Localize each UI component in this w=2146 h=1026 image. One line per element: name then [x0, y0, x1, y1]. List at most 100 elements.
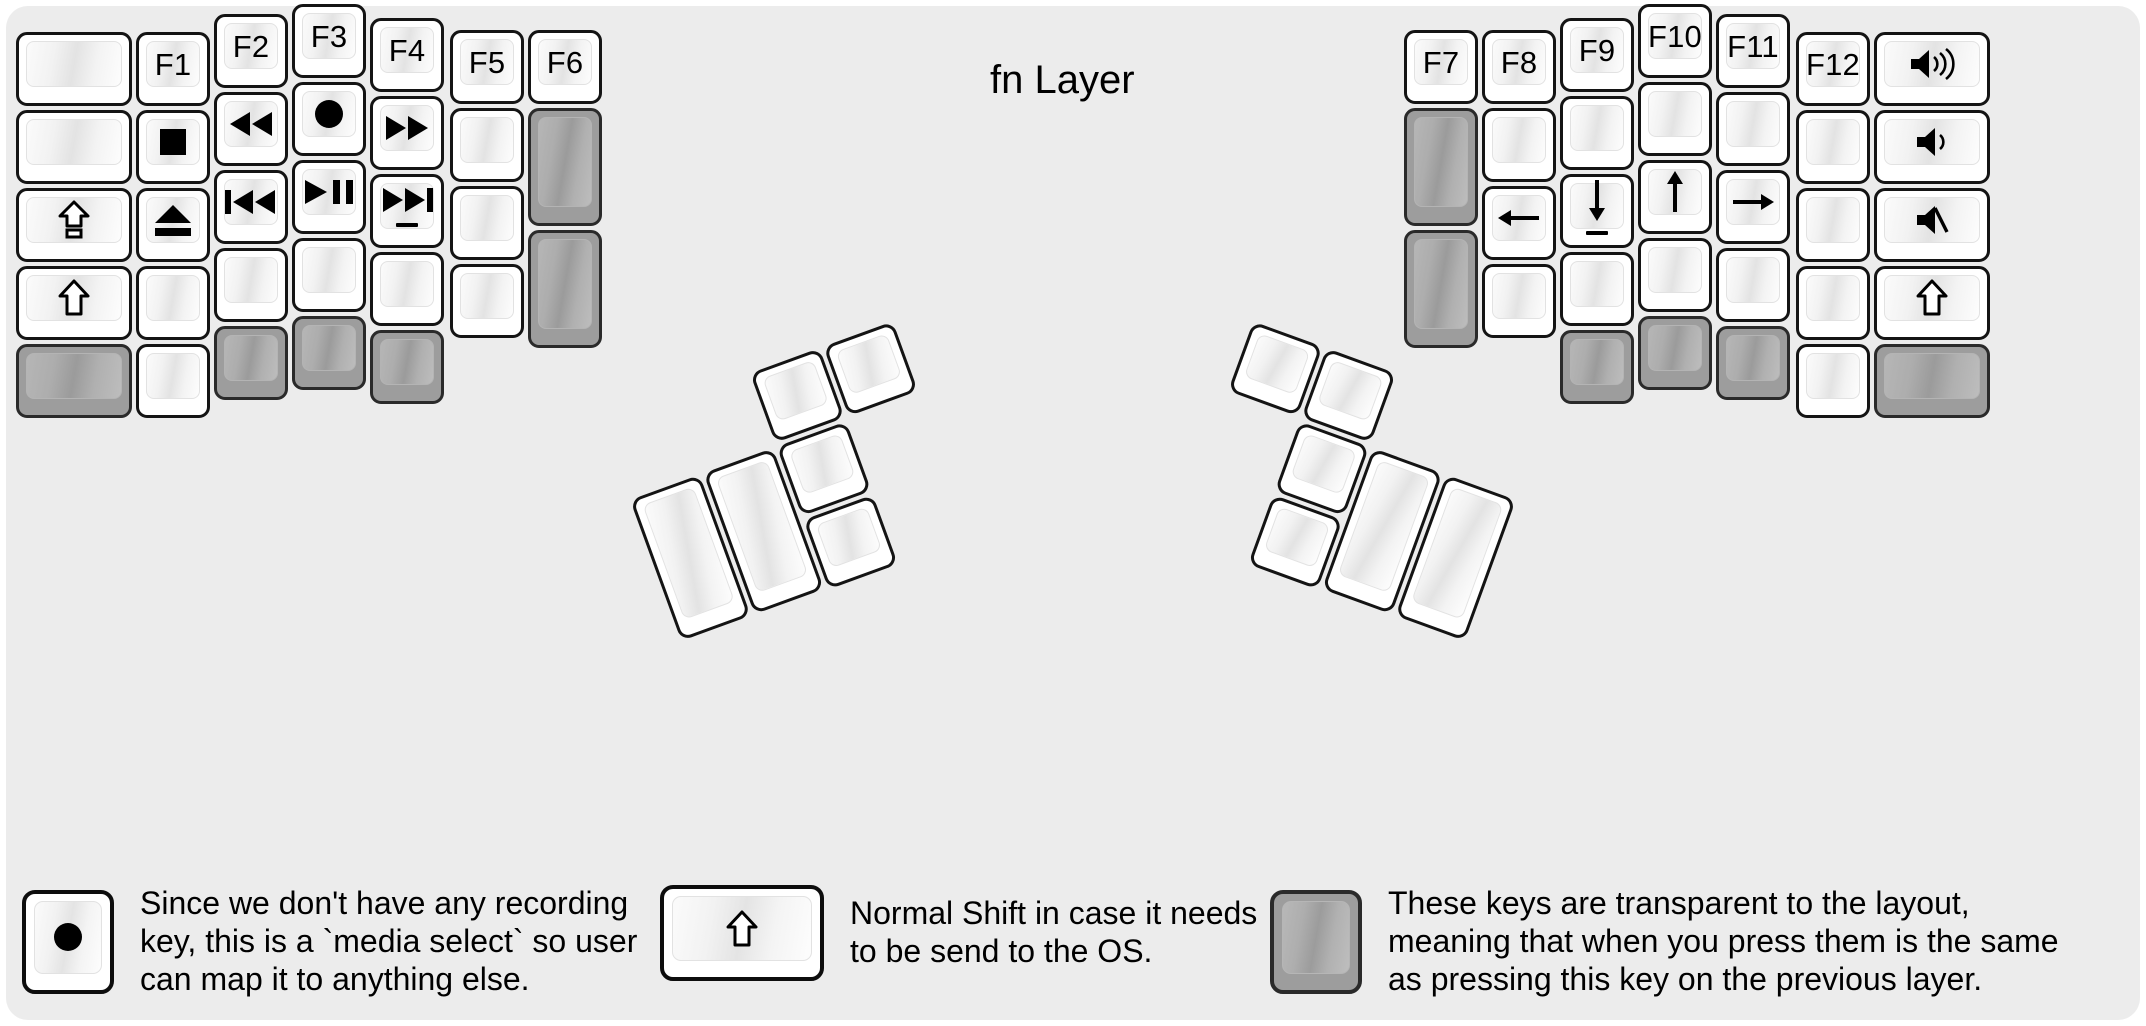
key-underbar: [396, 222, 418, 227]
key-right-pinky-r1[interactable]: [1796, 110, 1870, 184]
key-right-middle-r1[interactable]: [1638, 82, 1712, 156]
key-left-ring-r1[interactable]: [214, 92, 288, 166]
keycap: [302, 325, 356, 371]
key-label: F1: [154, 46, 192, 82]
key-right-pinky-r2[interactable]: [1796, 188, 1870, 262]
key-left-pinky-r2[interactable]: [136, 188, 210, 262]
key-left-index-r2[interactable]: [370, 174, 444, 248]
key-right-index-inner-r3[interactable]: [1482, 264, 1556, 338]
media-record-icon: [52, 921, 84, 953]
key-right-index-r0[interactable]: F9: [1560, 18, 1634, 92]
key-label: F5: [468, 44, 506, 80]
keycap: [1726, 257, 1780, 303]
key-left-index-inner-r3[interactable]: [450, 264, 524, 338]
key-right-middle-r0[interactable]: F10: [1638, 4, 1712, 78]
keycap: F1: [146, 41, 200, 87]
shift-icon: [58, 279, 90, 316]
keycap: F3: [302, 13, 356, 59]
key-left-middle-r1[interactable]: [292, 82, 366, 156]
key-left-middle-r4[interactable]: [292, 316, 366, 390]
key-left-pinky-outer-r1[interactable]: [16, 110, 132, 184]
key-left-ring-r0[interactable]: F2: [214, 14, 288, 88]
key-right-ring-r2[interactable]: [1716, 170, 1790, 244]
key-label: F6: [546, 44, 584, 80]
keycap: [1290, 433, 1357, 495]
keycap: [146, 197, 200, 243]
key-left-pinky-r3[interactable]: [136, 266, 210, 340]
key-left-middle-r0[interactable]: F3: [292, 4, 366, 78]
key-left-inner-r1[interactable]: [528, 108, 602, 226]
key-left-index-r3[interactable]: [370, 252, 444, 326]
key-left-middle-r2[interactable]: [292, 160, 366, 234]
key-right-inner-r1[interactable]: [1404, 108, 1478, 226]
shift-icon: [726, 910, 758, 947]
key-right-inner-r2[interactable]: [1404, 230, 1478, 348]
keycap: [380, 105, 434, 151]
key-right-pinky-outer-r2[interactable]: [1874, 188, 1990, 262]
key-right-middle-r2[interactable]: [1638, 160, 1712, 234]
key-left-ring-r4[interactable]: [214, 326, 288, 400]
key-right-pinky-r0[interactable]: F12: [1796, 32, 1870, 106]
key-left-pinky-r4[interactable]: [136, 344, 210, 418]
arrow-down-icon: [1584, 178, 1610, 235]
key-right-index-inner-r0[interactable]: F8: [1482, 30, 1556, 104]
arrow-up-icon: [1662, 170, 1688, 214]
media-fast-forward-icon: [384, 114, 430, 142]
key-left-inner-r0[interactable]: F6: [528, 30, 602, 104]
keycap: [1317, 359, 1384, 422]
key-right-index-r2[interactable]: [1560, 174, 1634, 248]
keycap: [380, 183, 434, 229]
key-left-pinky-outer-r4[interactable]: [16, 344, 132, 418]
key-right-ring-r4[interactable]: [1716, 326, 1790, 400]
key-left-inner-r2[interactable]: [528, 230, 602, 348]
key-left-ring-r3[interactable]: [214, 248, 288, 322]
key-right-index-r4[interactable]: [1560, 330, 1634, 404]
key-right-middle-r3[interactable]: [1638, 238, 1712, 312]
keycap: F10: [1648, 13, 1702, 59]
keycap: F5: [460, 39, 514, 85]
key-left-middle-r3[interactable]: [292, 238, 366, 312]
key-left-index-inner-r1[interactable]: [450, 108, 524, 182]
keycap: [1263, 506, 1331, 569]
keycap: [1570, 179, 1624, 235]
key-left-index-inner-r2[interactable]: [450, 186, 524, 260]
arrow-left-icon: [1497, 205, 1541, 231]
key-left-index-r1[interactable]: [370, 96, 444, 170]
media-previous-icon: [225, 188, 277, 216]
key-right-index-r3[interactable]: [1560, 252, 1634, 326]
arrow-right-icon: [1731, 189, 1775, 215]
key-left-pinky-r0[interactable]: F1: [136, 32, 210, 106]
keycap: [26, 353, 122, 399]
key-right-middle-r4[interactable]: [1638, 316, 1712, 390]
key-right-pinky-outer-r4[interactable]: [1874, 344, 1990, 418]
key-right-pinky-r3[interactable]: [1796, 266, 1870, 340]
key-left-pinky-outer-r2[interactable]: [16, 188, 132, 262]
key-label: F3: [310, 18, 348, 54]
key-right-index-inner-r2[interactable]: [1482, 186, 1556, 260]
key-right-inner-r0[interactable]: F7: [1404, 30, 1478, 104]
key-label: F10: [1647, 18, 1703, 54]
key-left-pinky-r1[interactable]: [136, 110, 210, 184]
key-right-pinky-outer-r3[interactable]: [1874, 266, 1990, 340]
keycap: [789, 433, 856, 495]
key-label: F4: [388, 32, 426, 68]
keycap: F9: [1570, 27, 1624, 73]
key-right-ring-r0[interactable]: F11: [1716, 14, 1790, 88]
key-left-index-inner-r0[interactable]: F5: [450, 30, 524, 104]
key-right-pinky-outer-r0[interactable]: [1874, 32, 1990, 106]
key-left-pinky-outer-r0[interactable]: [16, 32, 132, 106]
key-left-ring-r2[interactable]: [214, 170, 288, 244]
key-right-ring-r3[interactable]: [1716, 248, 1790, 322]
key-left-pinky-outer-r3[interactable]: [16, 266, 132, 340]
key-right-pinky-outer-r1[interactable]: [1874, 110, 1990, 184]
key-left-index-r4[interactable]: [370, 330, 444, 404]
keycap: [146, 119, 200, 165]
key-right-ring-r1[interactable]: [1716, 92, 1790, 166]
key-right-index-r1[interactable]: [1560, 96, 1634, 170]
caps-lock-icon: [58, 200, 90, 239]
key-left-index-r0[interactable]: F4: [370, 18, 444, 92]
key-right-pinky-r4[interactable]: [1796, 344, 1870, 418]
key-right-index-inner-r1[interactable]: [1482, 108, 1556, 182]
keycap: [1726, 101, 1780, 147]
